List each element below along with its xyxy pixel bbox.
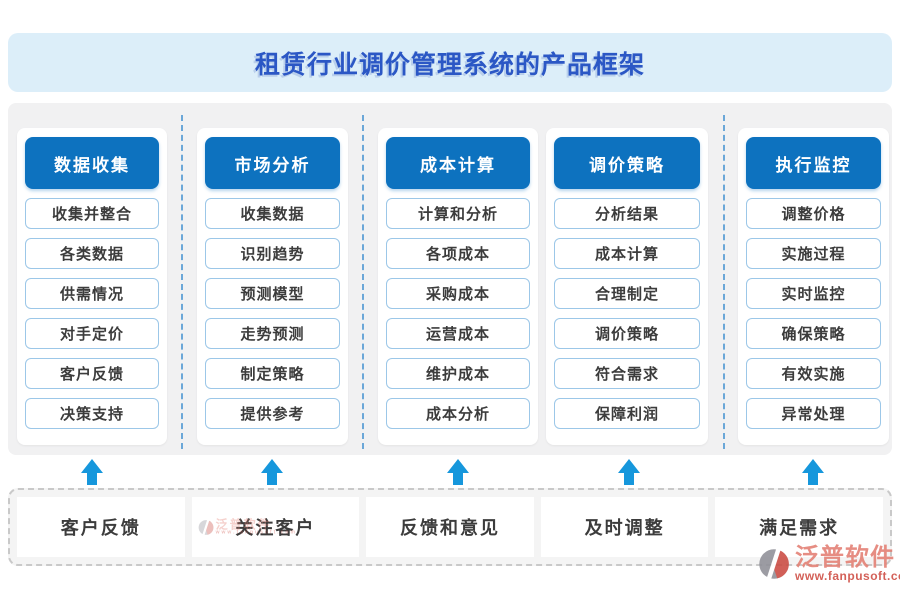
fanpu-logo-icon bbox=[198, 519, 214, 535]
column-data-collection: 数据收集 收集并整合 各类数据 供需情况 对手定价 客户反馈 决策支持 bbox=[17, 128, 167, 445]
up-arrow-icon bbox=[447, 459, 469, 486]
column-separator bbox=[723, 115, 725, 449]
bottom-box: 客户反馈 bbox=[17, 497, 185, 557]
column-item: 走势预测 bbox=[205, 318, 340, 349]
column-separator bbox=[181, 115, 183, 449]
up-arrow-icon bbox=[81, 459, 103, 486]
bottom-box: 反馈和意见 bbox=[366, 497, 534, 557]
column-item: 分析结果 bbox=[554, 198, 700, 229]
column-market-analysis: 市场分析 收集数据 识别趋势 预测模型 走势预测 制定策略 提供参考 bbox=[197, 128, 348, 445]
column-separator bbox=[362, 115, 364, 449]
column-item: 成本计算 bbox=[554, 238, 700, 269]
column-item: 符合需求 bbox=[554, 358, 700, 389]
column-item: 成本分析 bbox=[386, 398, 530, 429]
column-header: 市场分析 bbox=[205, 137, 340, 189]
column-item: 调价策略 bbox=[554, 318, 700, 349]
bottom-box-label: 反馈和意见 bbox=[399, 518, 500, 538]
column-item: 客户反馈 bbox=[25, 358, 159, 389]
column-item: 供需情况 bbox=[25, 278, 159, 309]
up-arrow-icon bbox=[261, 459, 283, 486]
column-item: 运营成本 bbox=[386, 318, 530, 349]
column-item: 识别趋势 bbox=[205, 238, 340, 269]
column-item: 制定策略 bbox=[205, 358, 340, 389]
column-item: 有效实施 bbox=[746, 358, 881, 389]
bottom-box: 泛普软件 www.fanpusoft.com 关注客户 bbox=[191, 497, 360, 557]
column-item: 对手定价 bbox=[25, 318, 159, 349]
column-header: 数据收集 bbox=[25, 137, 159, 189]
bottom-box: 及时调整 bbox=[540, 497, 709, 557]
column-item: 预测模型 bbox=[205, 278, 340, 309]
bottom-box-label: 及时调整 bbox=[584, 518, 665, 538]
column-item: 实施过程 bbox=[746, 238, 881, 269]
column-execution-monitoring: 执行监控 调整价格 实施过程 实时监控 确保策略 有效实施 异常处理 bbox=[738, 128, 889, 445]
column-item: 各项成本 bbox=[386, 238, 530, 269]
column-item: 收集并整合 bbox=[25, 198, 159, 229]
title-banner: 租赁行业调价管理系统的产品框架 bbox=[8, 33, 892, 92]
bottom-box-label: 客户反馈 bbox=[60, 518, 141, 538]
column-item: 确保策略 bbox=[746, 318, 881, 349]
column-cost-calculation: 成本计算 计算和分析 各项成本 采购成本 运营成本 维护成本 成本分析 bbox=[378, 128, 538, 445]
fanpu-logo-icon bbox=[758, 547, 790, 580]
column-item: 计算和分析 bbox=[386, 198, 530, 229]
bottom-box-label: 关注客户 bbox=[235, 518, 316, 538]
brand-name: 泛普软件 bbox=[795, 544, 895, 571]
up-arrow-icon bbox=[618, 459, 640, 486]
brand-logo: 泛普软件 www.fanpusoft.com bbox=[758, 545, 900, 583]
up-arrow-icon bbox=[802, 459, 824, 486]
column-pricing-strategy: 调价策略 分析结果 成本计算 合理制定 调价策略 符合需求 保障利润 bbox=[546, 128, 708, 445]
column-item: 合理制定 bbox=[554, 278, 700, 309]
column-item: 异常处理 bbox=[746, 398, 881, 429]
column-item: 提供参考 bbox=[205, 398, 340, 429]
bottom-box-label: 满足需求 bbox=[759, 518, 840, 538]
column-item: 调整价格 bbox=[746, 198, 881, 229]
column-item: 采购成本 bbox=[386, 278, 530, 309]
bottom-box: 满足需求 bbox=[715, 497, 883, 557]
page-title: 租赁行业调价管理系统的产品框架 bbox=[254, 50, 645, 79]
column-item: 决策支持 bbox=[25, 398, 159, 429]
column-item: 收集数据 bbox=[205, 198, 340, 229]
column-header: 成本计算 bbox=[386, 137, 530, 189]
column-item: 保障利润 bbox=[554, 398, 700, 429]
column-header: 执行监控 bbox=[746, 137, 881, 189]
bottom-feedback-strip: 客户反馈 泛普软件 www.fanpusoft.com 关注客户 反馈和意 bbox=[8, 488, 892, 566]
framework-section: 数据收集 收集并整合 各类数据 供需情况 对手定价 客户反馈 决策支持 市场分析… bbox=[8, 103, 892, 455]
column-header: 调价策略 bbox=[554, 137, 700, 189]
column-item: 实时监控 bbox=[746, 278, 881, 309]
brand-url: www.fanpusoft.com bbox=[795, 569, 900, 584]
column-item: 维护成本 bbox=[386, 358, 530, 389]
column-item: 各类数据 bbox=[25, 238, 159, 269]
